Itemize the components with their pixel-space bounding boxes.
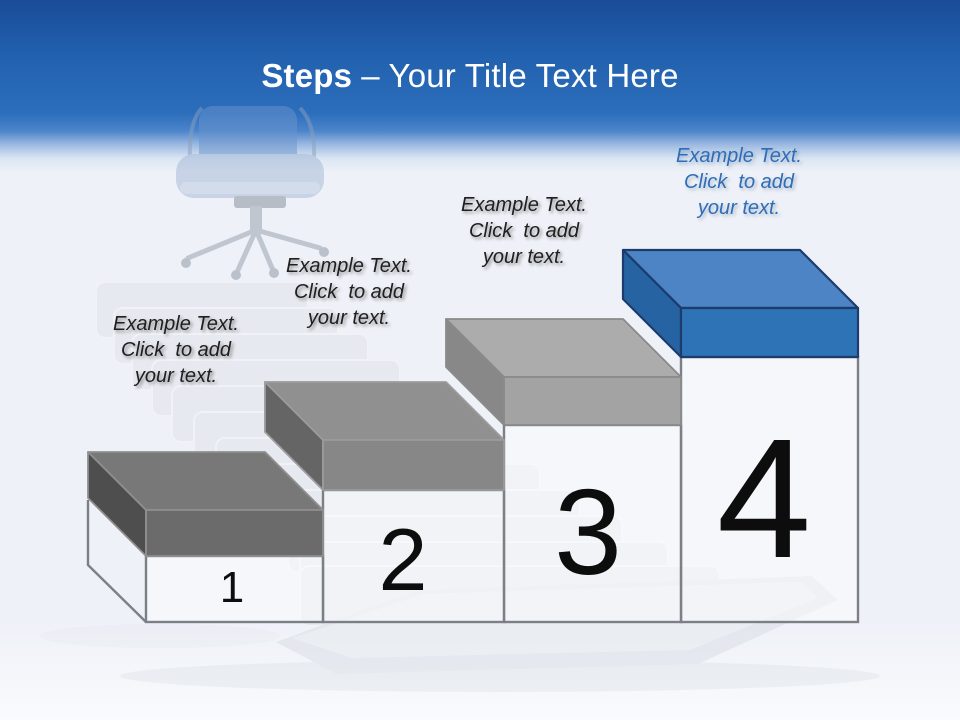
step-1-column <box>144 554 325 624</box>
step-1-text-placeholder[interactable]: Example Text. Click to add your text. <box>66 311 286 389</box>
chair-base-legs <box>185 227 323 273</box>
chair-base-hub <box>250 224 262 236</box>
step-1-text-line-2: Click to add <box>120 339 232 361</box>
slide-title: Steps– Your Title Text Here <box>261 56 678 96</box>
step-3-column <box>502 423 683 624</box>
chair-gas-column <box>250 206 262 230</box>
step-4-text-line-2: Click to add <box>683 171 795 193</box>
step-2-text-placeholder[interactable]: Example Text. Click to add your text. <box>239 253 459 331</box>
step-2-lid-front-face <box>322 439 505 491</box>
chair-image <box>176 106 329 280</box>
step-4-text-placeholder[interactable]: Example Text. Click to add your text. <box>629 143 849 221</box>
slide-title-rest: – Your Title Text Here <box>361 57 679 94</box>
step-4-number: 4 <box>716 404 812 594</box>
step-3-number: 3 <box>554 464 622 600</box>
step-2-text-line-2: Click to add <box>293 281 405 303</box>
step-3-text-line-2: Click to add <box>468 220 580 242</box>
step-1-text-line-1: Example Text. <box>113 313 239 335</box>
floor-shadow-left <box>40 624 280 648</box>
step-4-text-line-3: your text. <box>697 197 781 219</box>
step-3-lid <box>445 318 682 426</box>
floor-shadow <box>120 660 880 692</box>
step-2-text-line-3: your text. <box>307 307 391 329</box>
step-4-lid <box>621 248 860 359</box>
header-band <box>0 0 960 172</box>
wireframe-columns <box>86 355 860 624</box>
step-4-lid-front-face <box>679 306 860 359</box>
step-3-lid-front-face <box>503 376 682 426</box>
chair-casters <box>181 247 329 280</box>
slide-title-emphasis: Steps <box>261 57 353 94</box>
step-1-column-back-edge <box>86 500 147 623</box>
step-3-text-line-3: your text. <box>482 246 566 268</box>
step-2-text-line-1: Example Text. <box>286 255 412 277</box>
step-1-lid-front-face <box>145 509 324 557</box>
step-4-column <box>679 355 860 624</box>
chair-seat-edge <box>180 182 320 194</box>
platform-top-face <box>292 582 818 658</box>
step-2-number: 2 <box>378 510 428 609</box>
step-2-column <box>321 488 506 624</box>
chair-mechanism <box>234 196 286 208</box>
step-1-lid <box>87 451 324 557</box>
step-3-text-line-1: Example Text. <box>461 194 587 216</box>
step-4-text-line-1: Example Text. <box>676 145 802 167</box>
step-2-lid <box>264 381 505 491</box>
step-3-text-placeholder[interactable]: Example Text. Click to add your text. <box>414 192 634 270</box>
step-1-number: 1 <box>219 563 245 612</box>
step-1-text-line-3: your text. <box>134 365 218 387</box>
